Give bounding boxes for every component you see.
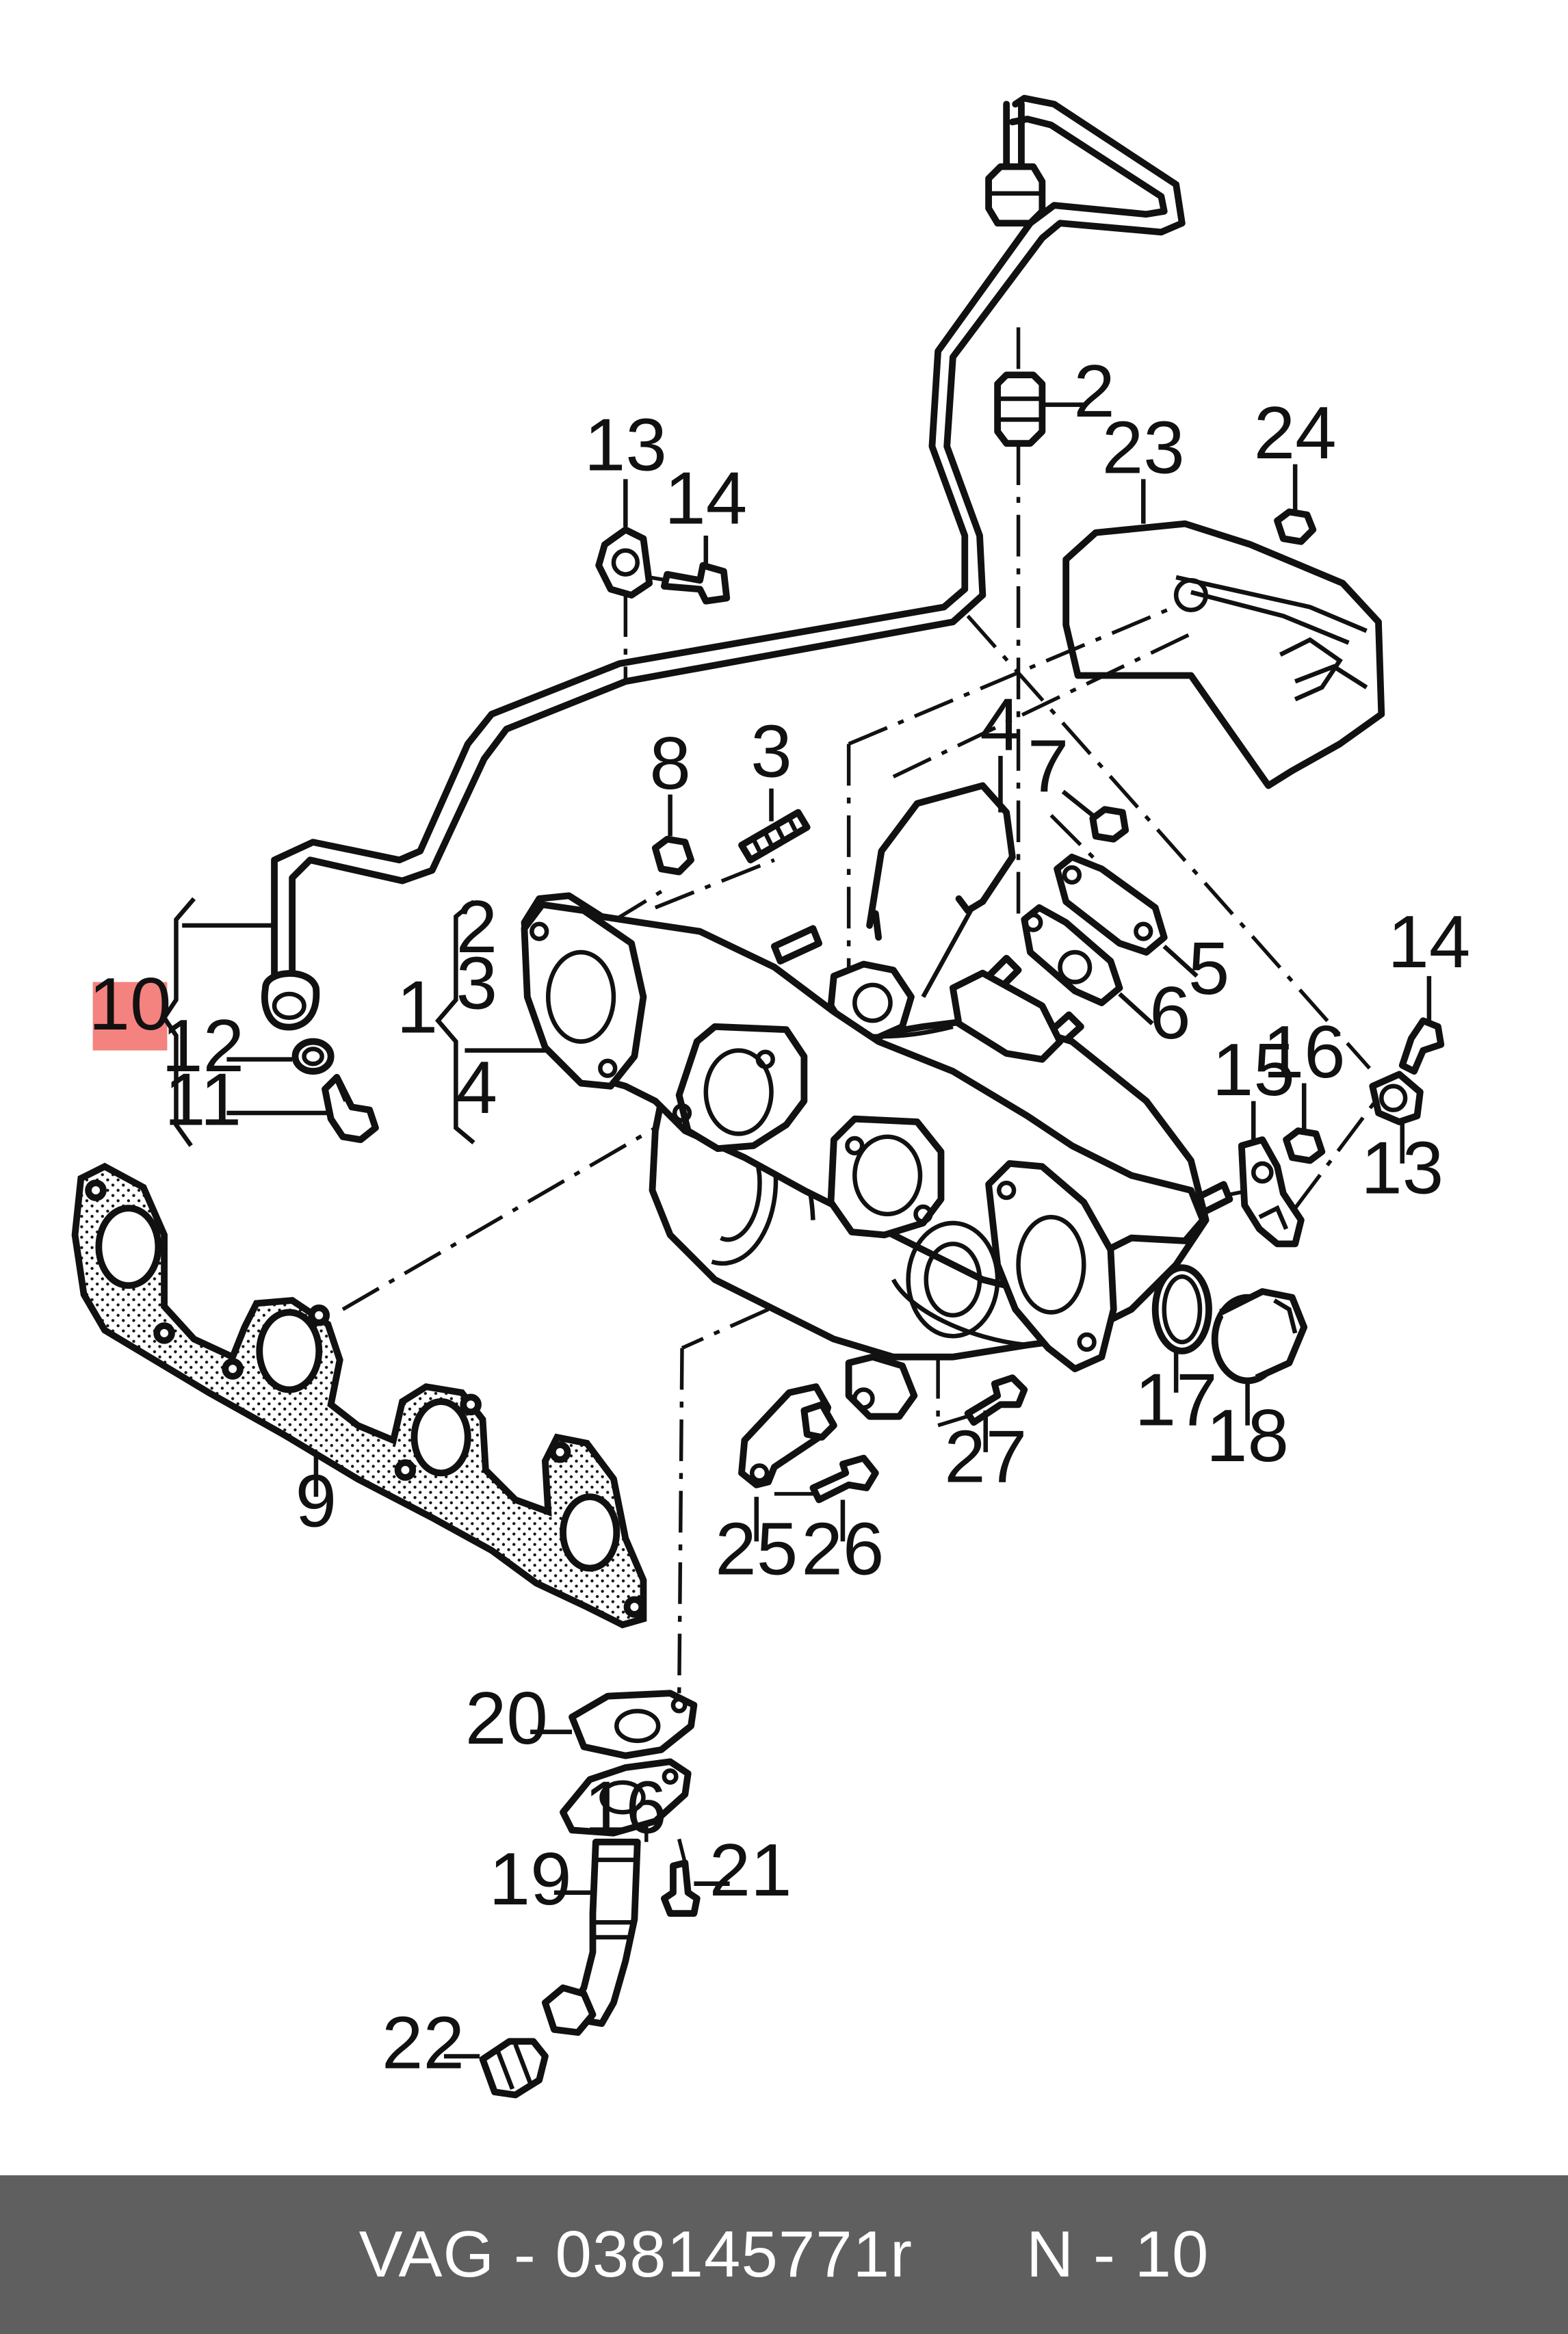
gasket-4 <box>866 755 1016 998</box>
footer-space <box>536 2217 556 2292</box>
callout-15: 15 <box>1212 1029 1295 1112</box>
callout-5: 5 <box>1188 928 1229 1010</box>
bolt-11 <box>226 1073 379 1144</box>
footer-gap <box>913 2217 1026 2292</box>
union-fitting-2 <box>994 327 1084 923</box>
washer-12 <box>226 1038 335 1075</box>
footer-caption: VAG - 038145771r N - 10 <box>0 2175 1568 2334</box>
callout-16-lower: 16 <box>584 1767 667 1850</box>
support-bracket-25 <box>738 1383 837 1542</box>
heat-shield-23 <box>1062 479 1385 789</box>
callout-14-right: 14 <box>1387 901 1470 984</box>
callout-1: 1 <box>397 967 438 1049</box>
bolt-14-upper <box>649 536 731 605</box>
callout-27: 27 <box>944 1415 1027 1498</box>
callout-22: 22 <box>382 2002 465 2084</box>
flange-16-lower <box>560 1758 692 1837</box>
nut-8 <box>651 794 694 876</box>
oil-supply-pipe <box>271 94 1186 978</box>
callout-23: 23 <box>1102 407 1185 490</box>
callout-21: 21 <box>709 1829 792 1912</box>
assembly-centerlines <box>341 608 1377 1863</box>
pipe-clip-13-right <box>1369 1071 1424 1164</box>
group-bracket-10 <box>161 897 272 1147</box>
bracket-15 <box>1238 1101 1305 1248</box>
callout-labels: 2 13 14 23 24 8 3 4 7 5 6 1 2 3 4 10 12 … <box>89 350 1471 2084</box>
callout-12: 12 <box>161 1005 244 1088</box>
callout-7: 7 <box>1028 725 1069 808</box>
group-bracket-1 <box>434 900 549 1144</box>
callout-group-3: 3 <box>456 943 497 1025</box>
footer-separator <box>495 2217 514 2292</box>
footer-part-number: 038145771r <box>555 2218 913 2291</box>
callout-17: 17 <box>1135 1359 1218 1442</box>
callout-10: 10 <box>89 963 172 1046</box>
callout-group-2: 2 <box>456 886 497 969</box>
stud-3 <box>738 788 811 864</box>
callout-3: 3 <box>750 710 792 793</box>
turbocharger-exploded-diagram: 2 13 14 23 24 8 3 4 7 5 6 1 2 3 4 10 12 … <box>71 94 1471 2099</box>
footer-position: N - 10 <box>1026 2218 1210 2291</box>
nut-7 <box>1061 789 1129 843</box>
banjo-fitting-10 <box>261 970 320 1031</box>
callout-11: 11 <box>164 1058 241 1141</box>
callout-9: 9 <box>296 1460 337 1543</box>
callout-18: 18 <box>1206 1395 1289 1478</box>
footer-brand: VAG <box>358 2218 495 2291</box>
nut-24 <box>1274 464 1317 545</box>
callout-24: 24 <box>1254 392 1337 475</box>
nut-16-right <box>1283 1083 1326 1164</box>
bolt-14-right <box>1398 975 1445 1075</box>
callout-13-right: 13 <box>1361 1127 1443 1209</box>
exhaust-manifold-gasket-9 <box>71 1162 647 1629</box>
callout-14-upper: 14 <box>664 458 747 540</box>
footer-bar: VAG - 038145771r N - 10 <box>0 2175 1568 2334</box>
gasket-20 <box>530 1690 698 1759</box>
callout-20: 20 <box>465 1677 548 1760</box>
turbocharger-manifold-1 <box>521 892 1210 1420</box>
callout-6: 6 <box>1149 972 1190 1055</box>
callout-group-4: 4 <box>456 1047 497 1129</box>
gasket-5 <box>1054 853 1199 978</box>
callout-2: 2 <box>1073 350 1114 433</box>
seal-ring-17 <box>1151 1264 1212 1393</box>
union-22 <box>443 2038 549 2099</box>
bolt-26 <box>809 1454 879 1542</box>
callout-13-upper: 13 <box>584 404 667 486</box>
callout-26: 26 <box>801 1508 884 1590</box>
clamp-18 <box>1211 1288 1308 1426</box>
bolt-21 <box>661 1859 730 1917</box>
callout-19: 19 <box>489 1838 572 1921</box>
bolt-27 <box>964 1374 1028 1452</box>
callout-4: 4 <box>980 683 1021 766</box>
callout-16-right: 16 <box>1263 1011 1346 1094</box>
footer-dash: - <box>513 2218 536 2291</box>
callout-8: 8 <box>649 722 690 805</box>
gasket-6 <box>1021 904 1154 1025</box>
oil-return-pipe-19 <box>542 1838 641 2036</box>
pipe-clip-13-upper <box>595 479 653 682</box>
highlight-box-10 <box>92 982 168 1051</box>
callout-25: 25 <box>715 1508 798 1590</box>
